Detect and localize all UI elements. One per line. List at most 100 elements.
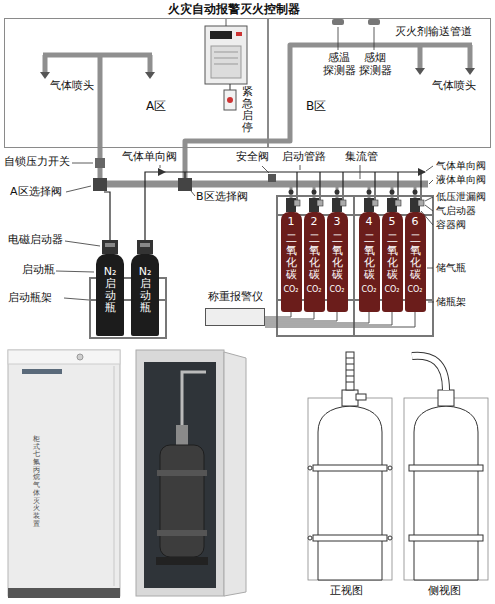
side-view-drawing — [404, 398, 488, 580]
cabinet-closed — [22, 369, 62, 374]
part-label: 启动瓶 — [22, 264, 55, 277]
front-view-drawing — [308, 466, 312, 470]
check-valve — [413, 190, 418, 195]
part-label: 气体喷头 — [50, 80, 94, 93]
label-slot: 气体单向阀 — [122, 151, 177, 164]
detector — [368, 19, 380, 25]
cabinet-open — [176, 425, 188, 445]
node-text: CO₂ — [329, 285, 344, 294]
container-valve — [395, 200, 401, 206]
part-label: 储气瓶 — [436, 262, 466, 274]
sensor-wire — [265, 312, 314, 319]
part-label: 电磁启动器 — [8, 234, 63, 247]
co2-bottle: 3二氧化碳CO₂ — [327, 212, 348, 312]
part-label: 柜式七氟丙烷气体灭火装置 — [33, 436, 40, 528]
check-valve — [367, 190, 372, 195]
container-valve — [294, 200, 300, 206]
co2-bottle: 5二氧化碳CO₂ — [382, 212, 403, 312]
cabinet-open — [144, 362, 216, 588]
gas-nozzle — [40, 72, 50, 79]
leader-line — [429, 180, 433, 184]
start-bottle: N₂启动瓶 — [131, 254, 159, 336]
part-label: 启动瓶架 — [8, 292, 52, 305]
cabinet-open — [182, 372, 206, 425]
check-valve — [390, 190, 395, 195]
container-valve — [317, 200, 323, 206]
label-slot: 正视图 — [330, 585, 363, 598]
label-slot: 低压泄漏阀 — [436, 191, 486, 203]
node-text: 二氧化碳 — [364, 233, 375, 281]
front-view-drawing — [356, 394, 366, 400]
side-view-drawing — [412, 356, 446, 390]
leader-line — [360, 165, 361, 179]
leader-line — [426, 166, 433, 171]
label-slot: 紧急启停 — [242, 86, 253, 134]
part-label: 气启动器 — [436, 205, 476, 217]
part-label: 低压泄漏阀 — [436, 191, 486, 203]
check-valve — [312, 190, 317, 195]
cabinet-closed — [8, 350, 120, 364]
node-text: CO₂ — [361, 285, 376, 294]
co2-bottle: 1二氧化碳CO₂ — [281, 212, 302, 312]
valve — [178, 178, 192, 191]
node-text: CO₂ — [306, 285, 321, 294]
front-view-drawing — [388, 536, 392, 540]
label-slot: 侧视图 — [428, 585, 461, 598]
label-slot: 液体单向阀 — [436, 174, 486, 186]
part-label: 安全阀 — [236, 151, 269, 164]
label-slot: 安全阀 — [236, 151, 269, 164]
controller — [236, 32, 242, 36]
check-valve — [289, 190, 294, 195]
front-view-drawing — [318, 406, 382, 580]
controller — [214, 52, 238, 64]
zone-label: A区 — [146, 100, 166, 114]
node-text: N₂启动瓶 — [138, 266, 151, 314]
node-text: 二氧化碳 — [387, 233, 398, 281]
co2-bottle: 4二氧化碳CO₂ — [359, 212, 380, 312]
node-text: 二氧化碳 — [286, 233, 297, 281]
solenoid-actuator — [105, 243, 115, 247]
side-view-drawing — [409, 465, 483, 471]
part-label: 紧急启停 — [242, 86, 253, 134]
node-text: 二氧化碳 — [410, 233, 421, 281]
part-label: A区选择阀 — [10, 186, 62, 199]
leader-line — [160, 165, 161, 168]
label-slot: 感烟 探测器 — [358, 52, 392, 77]
controller — [211, 46, 241, 78]
cabinet-closed — [114, 366, 115, 586]
label-slot: 自锁压力开关 — [4, 156, 70, 169]
label-slot: 气体单向阀 — [436, 160, 486, 172]
controller — [205, 26, 247, 84]
pipe-network — [96, 181, 428, 188]
node-text: CO₂ — [384, 285, 399, 294]
container-valve — [418, 200, 424, 206]
node-text: 6 — [412, 216, 419, 229]
label-slot: 容器阀 — [436, 219, 466, 231]
leader-line — [72, 163, 93, 164]
leader-line — [66, 186, 91, 192]
label-slot: 启动瓶 — [22, 264, 55, 277]
front-view-drawing — [346, 358, 354, 382]
leader-line — [56, 271, 94, 272]
sensor-wire — [265, 312, 415, 327]
cabinet-open — [157, 530, 207, 536]
solenoid-actuator — [140, 243, 150, 247]
leader-line — [338, 27, 374, 50]
solenoid-actuator — [102, 240, 118, 254]
gas-nozzle — [415, 68, 425, 75]
gas-nozzle — [465, 68, 475, 75]
zone-label: B区 — [306, 100, 326, 114]
cylinder-rack — [277, 196, 433, 336]
label-slot: B区选择阀 — [196, 191, 248, 204]
cylinder-rack — [277, 196, 433, 336]
pipe-network — [43, 45, 472, 198]
sensor-wire — [265, 312, 291, 317]
controller — [210, 31, 232, 39]
part-label: 液体单向阀 — [436, 174, 486, 186]
gas-nozzle — [145, 72, 155, 79]
part-label: 感温 探测器 — [322, 52, 356, 77]
label-slot: 柜式七氟丙烷气体灭火装置 — [33, 436, 40, 528]
valve — [95, 158, 105, 168]
controller — [230, 84, 231, 90]
zone-room: A区 — [4, 18, 268, 148]
